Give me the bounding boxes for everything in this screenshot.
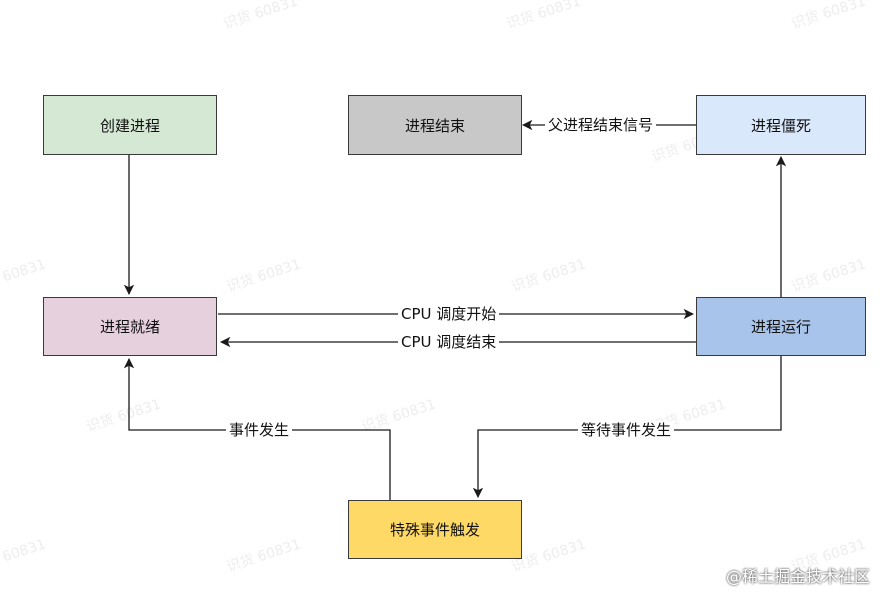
label-event-occurred: 事件发生 [226,421,293,439]
node-process-running: 进程运行 [696,297,866,356]
label-wait-for-event: 等待事件发生 [578,421,675,439]
node-create-process: 创建进程 [43,95,217,155]
node-process-end-label: 进程结束 [404,116,465,135]
label-cpu-schedule-end: CPU 调度结束 [398,333,500,351]
node-special-event: 特殊事件触发 [348,500,522,559]
node-process-zombie-label: 进程僵死 [750,116,811,135]
node-process-ready-label: 进程就绪 [99,318,160,336]
node-process-zombie: 进程僵死 [696,95,866,155]
node-process-ready: 进程就绪 [43,297,217,356]
node-process-end: 进程结束 [348,95,522,155]
label-parent-end-signal: 父进程结束信号 [545,116,657,134]
node-process-running-label: 进程运行 [750,318,811,336]
node-create-process-label: 创建进程 [99,116,160,135]
brand-watermark: @稀土掘金技术社区 [725,567,870,586]
label-cpu-schedule-start: CPU 调度开始 [398,305,500,323]
node-special-event-label: 特殊事件触发 [389,521,480,539]
